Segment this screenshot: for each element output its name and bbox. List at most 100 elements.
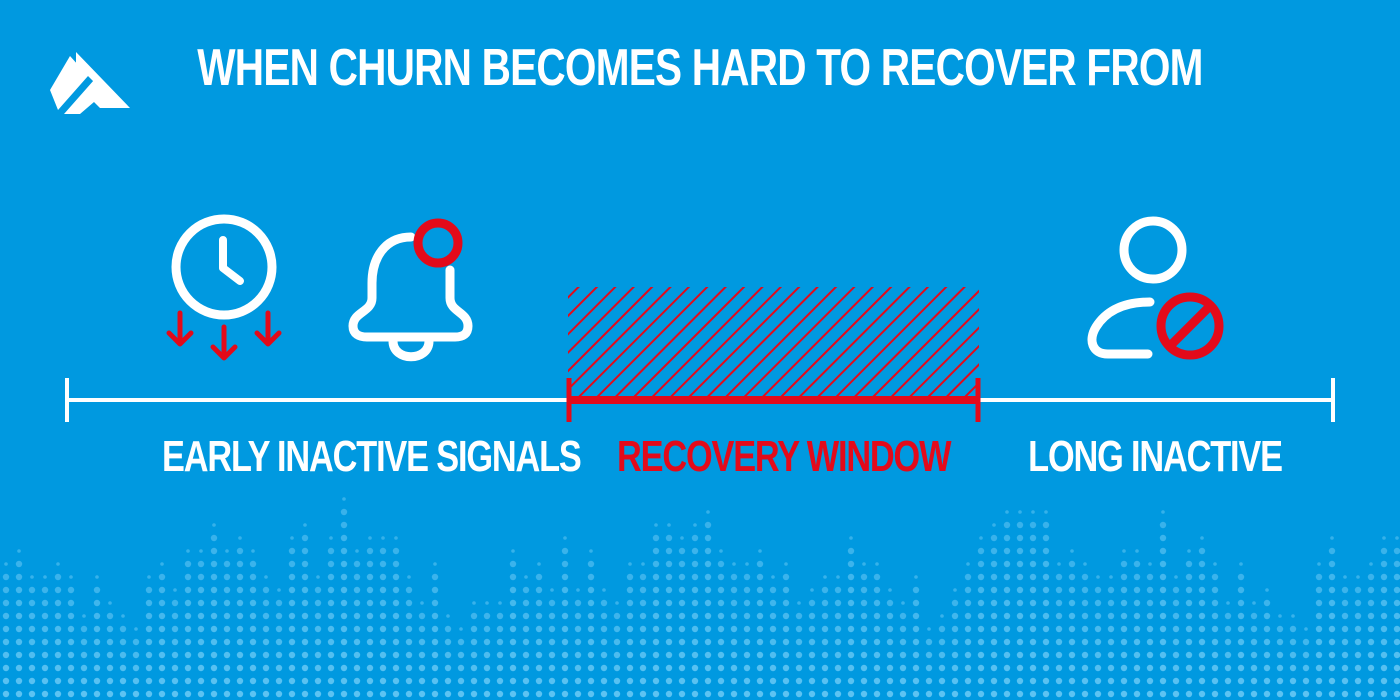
pattern-dot — [808, 664, 816, 672]
pattern-dot — [704, 612, 712, 620]
pattern-dot — [249, 599, 257, 607]
pattern-dot — [288, 638, 296, 646]
pattern-dot — [145, 612, 153, 620]
pattern-dot — [639, 586, 647, 594]
pattern-dot — [1016, 547, 1024, 555]
pattern-dot — [366, 690, 374, 698]
pattern-dot — [132, 651, 140, 659]
pattern-dot — [652, 560, 660, 568]
pattern-dot — [730, 599, 738, 607]
pattern-dot — [210, 651, 218, 659]
pattern-dot — [106, 625, 114, 633]
brand-triangle-logo — [50, 52, 130, 114]
pattern-dot — [782, 573, 790, 581]
pattern-dot — [613, 677, 621, 685]
pattern-dot — [1328, 547, 1336, 555]
pattern-dot — [1341, 638, 1349, 646]
pattern-dot — [1380, 664, 1388, 672]
pattern-dot — [899, 651, 907, 659]
pattern-dot — [394, 536, 398, 540]
pattern-dot — [340, 521, 348, 529]
stage-label-early: EARLY INACTIVE SIGNALS — [162, 432, 582, 481]
pattern-dot — [145, 625, 153, 633]
pattern-dot — [626, 599, 634, 607]
pattern-dot — [1393, 599, 1400, 607]
pattern-dot — [418, 677, 426, 685]
pattern-dot — [392, 651, 400, 659]
pattern-dot — [509, 612, 517, 620]
pattern-dot — [691, 560, 699, 568]
pattern-dot — [730, 573, 738, 581]
pattern-dot — [782, 612, 790, 620]
pattern-dot — [587, 560, 595, 568]
pattern-dot — [1211, 677, 1219, 685]
pattern-dot — [561, 677, 569, 685]
pattern-dot — [1198, 560, 1206, 568]
pattern-dot — [535, 651, 543, 659]
pattern-dot — [1081, 586, 1089, 594]
pattern-dot — [184, 690, 192, 698]
pattern-dot — [1055, 651, 1063, 659]
pattern-dot — [236, 677, 244, 685]
pattern-dot — [301, 612, 309, 620]
pattern-dot — [288, 547, 296, 555]
pattern-dot — [1315, 573, 1323, 581]
pattern-dot — [132, 638, 140, 646]
pattern-dot — [1055, 677, 1063, 685]
pattern-dot — [795, 677, 803, 685]
pattern-dot — [1369, 562, 1373, 566]
pattern-dot — [30, 575, 34, 579]
pattern-dot — [67, 586, 75, 594]
pattern-dot — [678, 651, 686, 659]
pattern-dot — [301, 534, 309, 542]
pattern-dot — [1003, 573, 1011, 581]
pattern-dot — [977, 547, 985, 555]
pattern-dot — [340, 547, 348, 555]
pattern-dot — [1016, 638, 1024, 646]
pattern-dot — [912, 638, 920, 646]
pattern-dot — [1068, 638, 1076, 646]
pattern-dot — [511, 549, 515, 553]
pattern-dot — [1133, 599, 1141, 607]
pattern-dot — [1081, 573, 1089, 581]
pattern-dot — [535, 677, 543, 685]
pattern-dot — [992, 523, 996, 527]
pattern-dot — [652, 690, 660, 698]
pattern-dot — [561, 560, 569, 568]
pattern-dot — [1185, 560, 1193, 568]
pattern-dot — [210, 560, 218, 568]
pattern-dot — [1393, 651, 1400, 659]
pattern-dot — [470, 651, 478, 659]
pattern-dot — [392, 625, 400, 633]
pattern-dot — [966, 562, 970, 566]
pattern-dot — [743, 612, 751, 620]
pattern-dot — [1237, 651, 1245, 659]
pattern-dot — [483, 612, 491, 620]
pattern-dot — [80, 625, 88, 633]
dot-pattern — [2, 497, 1400, 698]
pattern-dot — [1263, 677, 1271, 685]
pattern-dot — [990, 599, 998, 607]
pattern-dot — [1068, 599, 1076, 607]
blocked-user-icon — [1087, 216, 1224, 360]
pattern-dot — [639, 677, 647, 685]
pattern-dot — [977, 625, 985, 633]
pattern-dot — [652, 638, 660, 646]
pattern-dot — [1380, 651, 1388, 659]
pattern-dot — [145, 677, 153, 685]
pattern-dot — [134, 627, 138, 631]
pattern-dot — [186, 549, 190, 553]
pattern-dot — [704, 677, 712, 685]
pattern-dot — [732, 562, 736, 566]
pattern-dot — [691, 638, 699, 646]
pattern-dot — [600, 625, 608, 633]
pattern-dot — [951, 690, 959, 698]
pattern-dot — [314, 638, 322, 646]
pattern-dot — [665, 612, 673, 620]
pattern-dot — [379, 638, 387, 646]
pattern-dot — [912, 677, 920, 685]
pattern-dot — [353, 677, 361, 685]
pattern-dot — [1265, 588, 1269, 592]
pattern-dot — [288, 664, 296, 672]
pattern-dot — [914, 575, 918, 579]
